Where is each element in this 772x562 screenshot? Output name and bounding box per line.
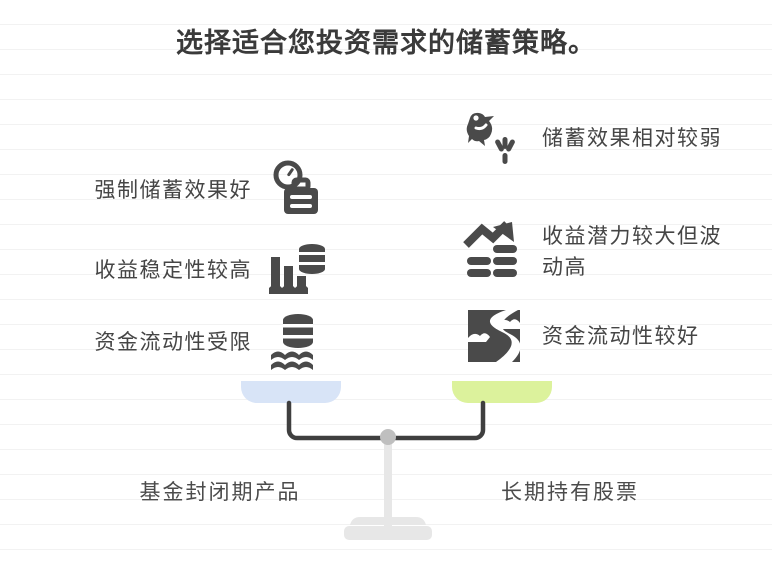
right-feature-label-1: 储蓄效果相对较弱: [542, 125, 722, 150]
left-caption: 基金封闭期产品: [139, 480, 301, 504]
right-scale-pan: [452, 381, 552, 403]
coins-waves-icon: [266, 310, 330, 374]
right-caption: 长期持有股票: [501, 480, 639, 504]
left-feature-row-2: 收益稳定性较高: [30, 238, 330, 302]
left-feature-label-1: 强制储蓄效果好: [94, 177, 252, 202]
right-feature-label-3: 资金流动性较好: [542, 323, 700, 348]
scale-pivot: [380, 429, 396, 445]
right-feature-row-2: 收益潜力较大但波动高: [462, 216, 758, 288]
clock-briefcase-icon: [266, 158, 330, 222]
scale-base-plate: [350, 517, 426, 525]
left-scale-pan: [241, 381, 341, 403]
winding-river-icon: [462, 304, 526, 368]
left-feature-row-3: 资金流动性受限: [30, 310, 330, 374]
bar-chart-coins-icon: [266, 238, 330, 302]
right-feature-row-1: 储蓄效果相对较弱: [462, 102, 758, 174]
left-feature-row-1: 强制储蓄效果好: [30, 158, 330, 222]
bird-flying-icon: [462, 106, 526, 170]
right-feature-row-3: 资金流动性较好: [462, 304, 758, 368]
right-feature-label-2: 收益潜力较大但波动高: [542, 224, 722, 279]
scale-base: [344, 526, 432, 540]
growth-arrow-chart-icon: [462, 220, 526, 284]
left-feature-label-3: 资金流动性受限: [94, 329, 252, 354]
scale-post: [384, 438, 392, 536]
page-title: 选择适合您投资需求的储蓄策略。: [176, 28, 596, 59]
left-feature-label-2: 收益稳定性较高: [94, 257, 252, 282]
